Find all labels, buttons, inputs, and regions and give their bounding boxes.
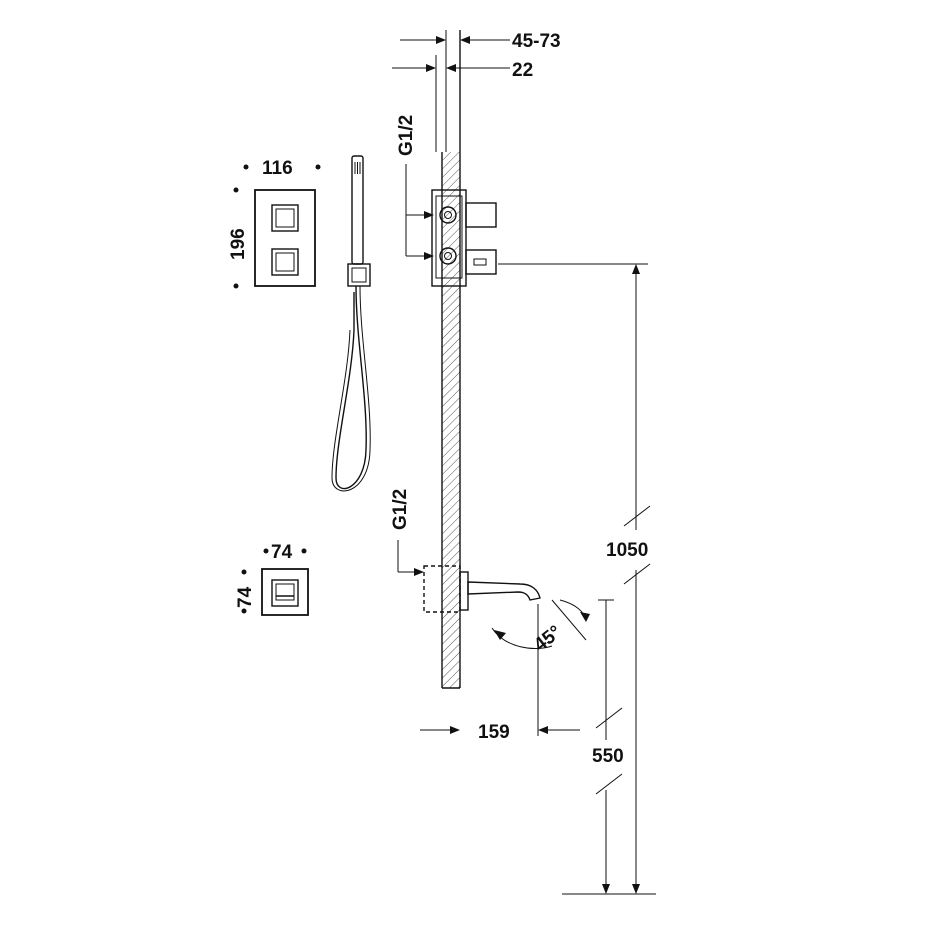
dim-spout-plate-width: 74 [263, 542, 307, 563]
dim-panel-width: 116 [243, 158, 321, 179]
dim-label-22: 22 [512, 60, 533, 81]
dim-label-1050: 1050 [606, 540, 648, 561]
dim-thread-upper: G1/2 [396, 115, 434, 260]
dim-spout-projection: 159 [420, 604, 580, 743]
dim-wall-gap-inner: 22 [392, 60, 533, 81]
thermostat-body-icon [431, 189, 497, 287]
dim-label-45-73: 45-73 [512, 31, 561, 52]
dim-spout-angle: 45° [491, 599, 590, 656]
thread-label-lower: G1/2 [390, 489, 411, 530]
dim-label-74-height: 74 [235, 586, 256, 608]
angle-label-45: 45° [530, 622, 566, 656]
thermostatic-panel-icon [254, 189, 316, 287]
dim-label-159: 159 [478, 722, 510, 743]
dim-label-74-width: 74 [271, 542, 293, 563]
spout-icon [423, 565, 541, 613]
dim-spout-plate-height: 74 [235, 569, 256, 614]
dim-total-height: 1050 [498, 263, 651, 894]
hand-shower-icon [331, 155, 371, 492]
dim-panel-height: 196 [228, 187, 249, 289]
dim-label-116: 116 [262, 158, 293, 179]
dim-wall-gap-outer: 45-73 [400, 31, 561, 52]
dim-label-196: 196 [228, 228, 249, 260]
dim-spout-height: 550 [592, 599, 624, 894]
thread-label-upper: G1/2 [396, 115, 417, 156]
spout-plate-icon [261, 568, 309, 616]
wall-section-icon [435, 30, 461, 689]
dim-label-550: 550 [592, 746, 624, 767]
dim-thread-lower: G1/2 [390, 489, 424, 576]
